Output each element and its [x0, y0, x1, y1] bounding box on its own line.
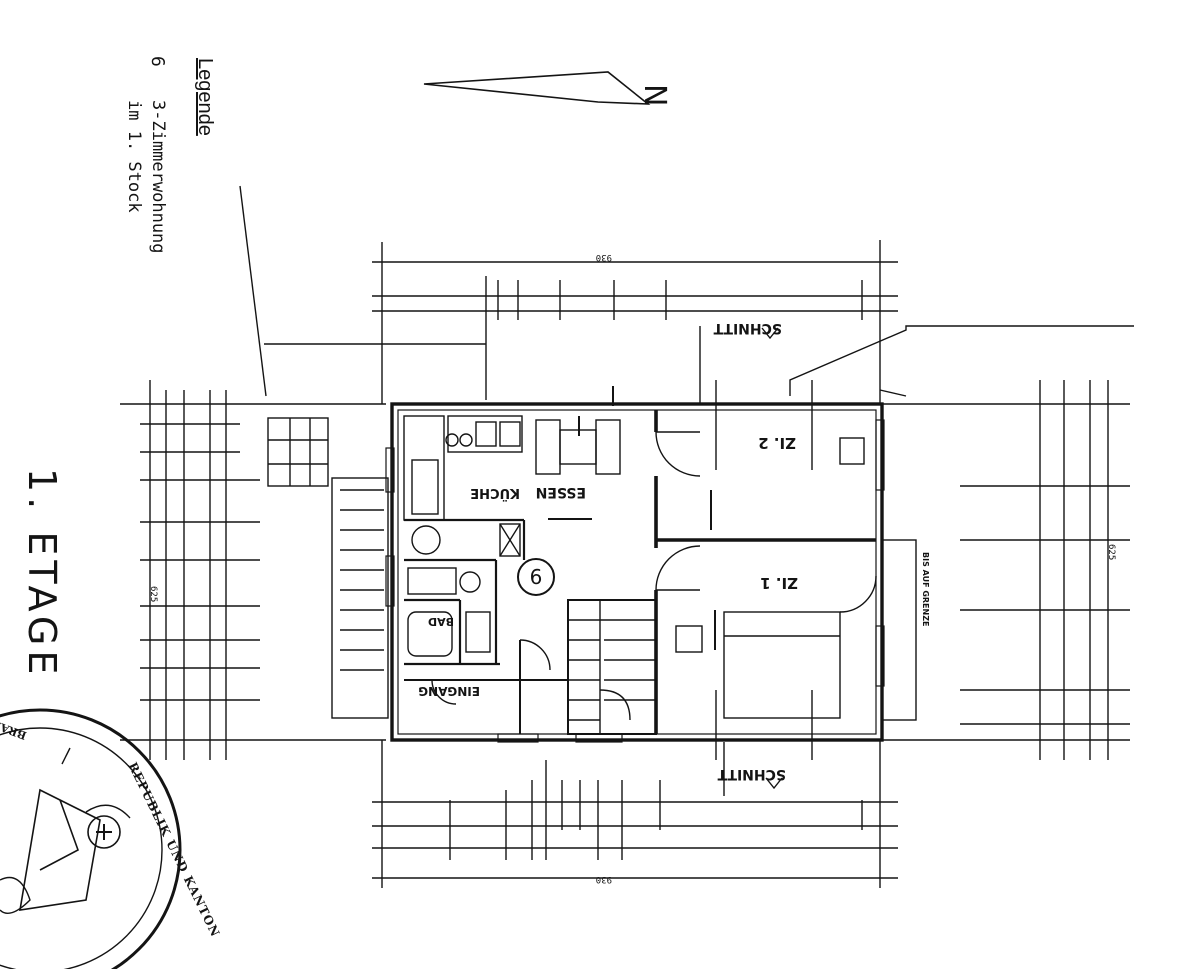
section-mark-bottom: SCHNITT: [717, 766, 786, 782]
unit-number-marker: 6: [517, 558, 555, 596]
dimension-left-total: 625: [148, 586, 158, 603]
room-label-kueche: KÜCHE: [470, 485, 520, 500]
room-label-zi1: ZI. 1: [760, 574, 798, 592]
dimension-right-total: 625: [1106, 544, 1116, 561]
room-label-zi2: ZI. 2: [758, 434, 796, 452]
north-label: N: [637, 84, 672, 107]
section-mark-top: SCHNITT: [713, 320, 782, 336]
room-label-bad: BAD: [427, 615, 454, 628]
room-label-essen: ESSEN: [535, 484, 586, 500]
room-label-eingang: EINGANG: [418, 684, 480, 698]
floor-title: 1. ETAGE: [20, 468, 64, 680]
legend-item-number: 6: [147, 56, 168, 67]
legend-title: Legende: [194, 58, 216, 136]
dimension-top-total: 930: [595, 252, 612, 262]
legend-item-description: 3-Zimmerwohnung: [148, 100, 168, 254]
north-arrow: [423, 71, 651, 105]
dimension-bottom-total: 930: [595, 874, 612, 884]
official-seal: [0, 700, 190, 969]
legend-item-floor: im 1. Stock: [124, 100, 144, 213]
boundary-note: BIS AUF GRENZE: [921, 552, 930, 627]
